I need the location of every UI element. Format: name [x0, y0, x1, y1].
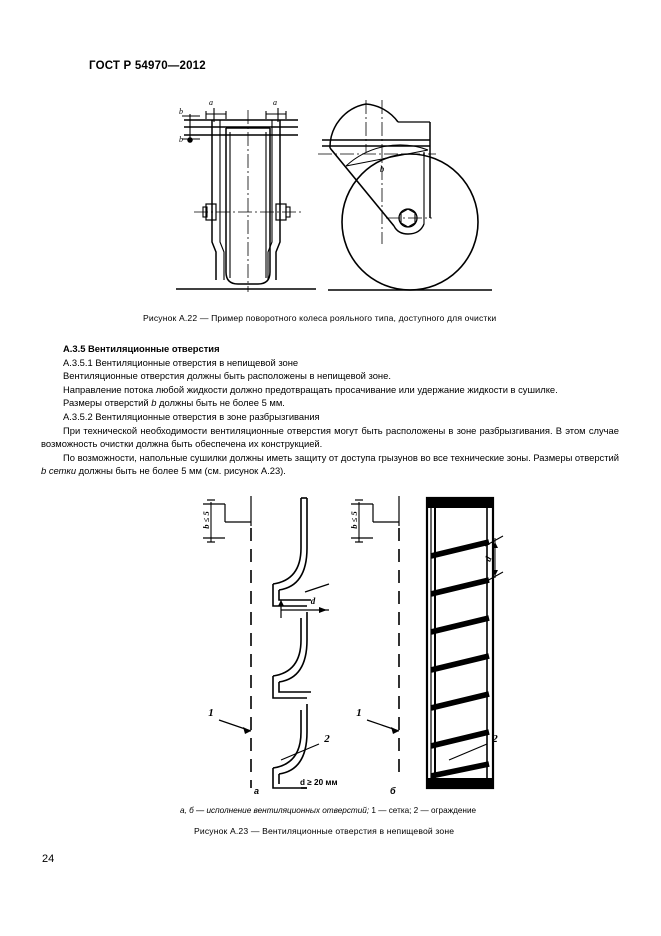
figure-a23-part-b-letter: б	[390, 786, 396, 796]
dim-label-a-left: a	[209, 98, 213, 107]
dim-label-b-offset: b	[380, 164, 385, 174]
para-vent-nonfood: Вентиляционные отверстия должны быть рас…	[63, 370, 391, 382]
dim-label-b-upper: b	[179, 107, 183, 116]
figure-a23-drawing: b ≤ 5 b ≤ 5 d d 1 2 1 2	[185, 488, 505, 798]
figure-a23-subcaption: а, б — исполнение вентиляционных отверст…	[180, 806, 476, 815]
dim-label-d-right: d	[483, 555, 494, 563]
dim-label-b-lower: b	[179, 135, 183, 144]
figure-a22-caption: Рисунок А.22 — Пример поворотного колеса…	[143, 313, 497, 323]
body-text-block: А.3.5 Вентиляционные отверстия А.3.5.1 В…	[41, 342, 619, 478]
para-rodent-protection: По возможности, напольные сушилки должны…	[41, 451, 619, 477]
callout-2-left: 2	[323, 733, 330, 745]
dim-label-a-right: a	[273, 98, 277, 107]
dim-label-b5-left: b ≤ 5	[201, 511, 211, 529]
caster-wheel-svg: a a b b b	[176, 98, 492, 292]
figure-a22-drawing: a a b b b	[170, 92, 500, 307]
figure-a23-caption: Рисунок А.23 — Вентиляционные отверстия …	[194, 826, 455, 836]
figure-a23-subcaption-italic: а, б — исполнение вентиляционных отверст…	[180, 806, 370, 815]
dim-label-d20: d ≥ 20 мм	[300, 778, 338, 787]
callout-1-right: 1	[356, 707, 362, 719]
callout-2-right: 2	[491, 733, 498, 745]
dim-label-b5-right: b ≤ 5	[349, 511, 359, 529]
heading-a35: А.3.5 Вентиляционные отверстия	[63, 343, 220, 354]
heading-a352: А.3.5.2 Вентиляционные отверстия в зоне …	[63, 410, 320, 422]
para-splash-zone: При технической необходимости вентиляцио…	[41, 424, 619, 450]
page-number: 24	[42, 853, 55, 865]
callout-1-left: 1	[208, 707, 214, 719]
dim-label-d-left: d	[311, 596, 316, 606]
vent-openings-svg: b ≤ 5 b ≤ 5 d d 1 2 1 2	[201, 496, 504, 790]
figure-a23-subcaption-plain: 1 — сетка; 2 — ограждение	[369, 806, 477, 815]
para-flow-direction: Направление потока любой жидкости должно…	[63, 383, 558, 395]
para-hole-size-b: Размеры отверстий b должны быть не более…	[63, 397, 285, 409]
figure-a23-part-a-letter: а	[254, 786, 260, 796]
standard-header: ГОСТ Р 54970—2012	[89, 60, 206, 72]
heading-a351: А.3.5.1 Вентиляционные отверстия в непищ…	[63, 356, 299, 368]
